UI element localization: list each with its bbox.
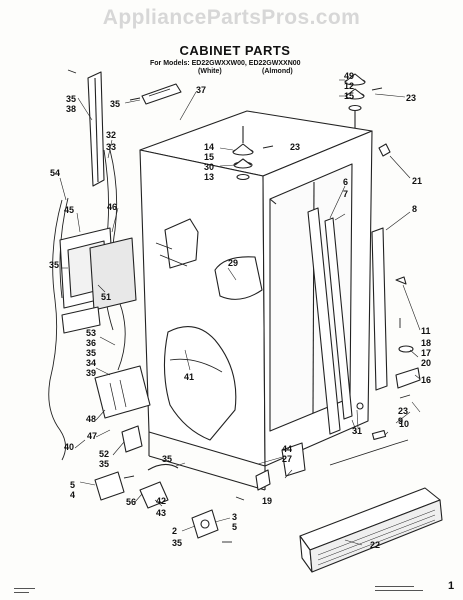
- callout-4: 4: [70, 490, 75, 500]
- callout-34: 34: [86, 358, 96, 368]
- callout-40: 40: [64, 442, 74, 452]
- left-channel: [87, 71, 105, 187]
- callout-56: 56: [126, 497, 136, 507]
- plate-51: [61, 306, 101, 334]
- callout-14: 14: [204, 142, 214, 152]
- callout-8: 8: [412, 204, 417, 214]
- leader-lines: [59, 79, 421, 546]
- callout-19: 19: [262, 496, 272, 506]
- callout-15: 15: [344, 91, 354, 101]
- callout-52: 52: [99, 449, 109, 459]
- small-parts-right: [255, 143, 421, 491]
- callout-49: 49: [344, 71, 354, 81]
- callout-38: 38: [66, 104, 76, 114]
- callout-23: 23: [290, 142, 300, 152]
- door-trim-strips: [307, 207, 388, 435]
- control-housing: [94, 365, 151, 419]
- callout-2: 2: [172, 526, 177, 536]
- callout-47: 47: [87, 431, 97, 441]
- callout-6: 6: [343, 177, 348, 187]
- callout-5: 5: [232, 522, 237, 532]
- evaporator-cover: [59, 227, 137, 311]
- callout-35: 35: [172, 538, 182, 548]
- footer-fine-print-right: ▬▬▬▬▬▬▬▬▬▬▬▬▬▬▬▬▬▬▬▬▬▬▬▬▬▬▬▬▬: [375, 584, 423, 592]
- page-number: 1: [448, 580, 455, 592]
- callout-35: 35: [86, 348, 96, 358]
- callout-20: 20: [421, 358, 431, 368]
- screws: [67, 69, 411, 543]
- callout-54: 54: [50, 168, 60, 178]
- callout-44: 44: [282, 444, 292, 454]
- bracket-4: [94, 471, 125, 501]
- callout-42: 42: [156, 496, 166, 506]
- callout-11: 11: [421, 326, 431, 336]
- top-plate: [141, 83, 182, 105]
- callout-9: 9: [398, 416, 403, 426]
- diagram-title: CABINET PARTS: [179, 43, 291, 58]
- callout-23: 23: [406, 93, 416, 103]
- callout-37: 37: [196, 85, 206, 95]
- bracket-44: [281, 442, 306, 477]
- callout-48: 48: [86, 414, 96, 424]
- callout-41: 41: [184, 372, 194, 382]
- callout-35: 35: [49, 260, 59, 270]
- callout-39: 39: [86, 368, 96, 378]
- callout-53: 53: [86, 328, 96, 338]
- callout-30: 30: [204, 162, 214, 172]
- callout-43: 43: [156, 508, 166, 518]
- callout-13: 13: [204, 172, 214, 182]
- bracket-2: [191, 509, 219, 539]
- callout-33: 33: [106, 142, 116, 152]
- callout-35: 35: [110, 99, 120, 109]
- variant-almond: (Almond): [262, 68, 293, 75]
- callout-12: 12: [344, 81, 354, 91]
- toe-grille: [299, 487, 443, 573]
- variant-white: (White): [198, 68, 222, 75]
- callout-22: 22: [370, 540, 380, 550]
- callout-10: 10: [399, 419, 409, 429]
- callout-5: 5: [70, 480, 75, 490]
- callout-46: 46: [107, 202, 117, 212]
- model-numbers: For Models: ED22GWXXW00, ED22GWXXN00: [150, 60, 301, 67]
- upper-hinge-stack: [232, 126, 254, 181]
- callout-35: 35: [66, 94, 76, 104]
- callout-16: 16: [421, 375, 431, 385]
- callout-31: 31: [352, 426, 362, 436]
- footer-fine-print-left: ▬▬▬▬▬▬▬▬▬▬▬▬: [14, 586, 35, 594]
- cabinet-shell: [139, 110, 409, 491]
- callout-29: 29: [228, 258, 238, 268]
- callout-15: 15: [204, 152, 214, 162]
- callout-51: 51: [101, 292, 111, 302]
- callout-36: 36: [86, 338, 96, 348]
- callout-18: 18: [421, 338, 431, 348]
- watermark: AppliancePartsPros.com: [102, 6, 361, 29]
- callout-35: 35: [99, 459, 109, 469]
- callout-7: 7: [343, 189, 348, 199]
- callout-23: 23: [398, 406, 408, 416]
- bracket-52: [121, 425, 143, 453]
- callout-3: 3: [232, 512, 237, 522]
- bracket-42: [139, 463, 179, 509]
- callout-45: 45: [64, 205, 74, 215]
- callout-27: 27: [282, 454, 292, 464]
- callout-35: 35: [162, 454, 172, 464]
- callout-17: 17: [421, 348, 431, 358]
- callout-32: 32: [106, 130, 116, 140]
- callout-21: 21: [412, 176, 422, 186]
